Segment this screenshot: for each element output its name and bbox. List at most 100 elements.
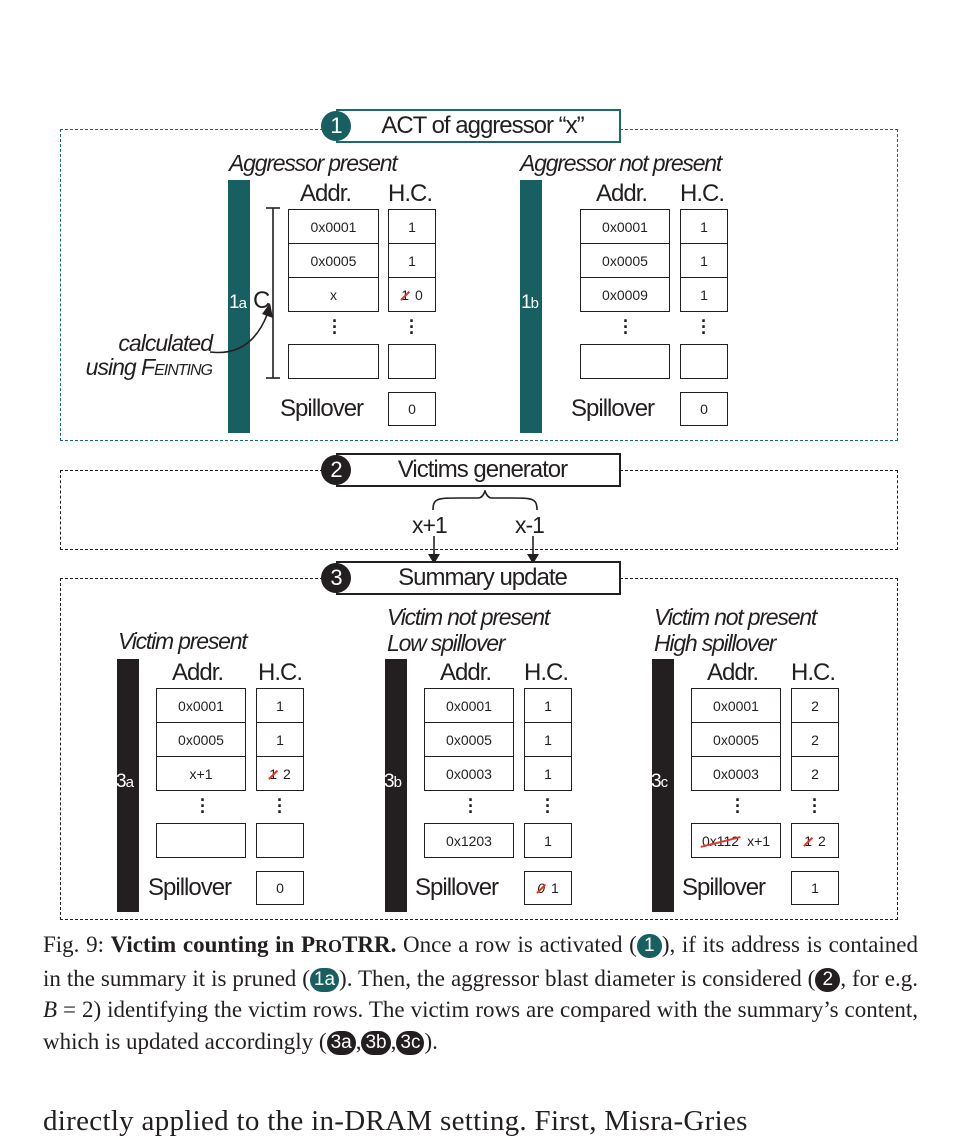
stage2-title-box: 2 Victims generator [321, 453, 621, 487]
case-3b-hc-cell: 1 [524, 722, 572, 757]
case-3c-addr-cell: 0x0005 [691, 722, 781, 757]
stage1-title-box: 1 ACT of aggressor “x” [321, 109, 621, 143]
case-3b-hc-cell-last: 1 [524, 823, 572, 858]
case-1a-bar: 1a [228, 180, 250, 433]
case-3c-bar: 3c [651, 659, 674, 912]
old-value: 1 [269, 765, 277, 782]
case-3a-spillover-label: Spillover [148, 874, 232, 901]
case-3c-addr-cell: 0x0001 [691, 688, 781, 723]
case-3b-addr-cell: 0x0003 [424, 756, 514, 791]
case-3c-spillover-value: 1 [791, 871, 839, 905]
case-3a-addr-cell: 0x0005 [156, 722, 246, 757]
ellipsis-icon: ··· [468, 790, 474, 822]
case-1a-hc-cell-updated: 1 0 [388, 277, 436, 312]
case-3a-hc-header: H.C. [258, 659, 303, 686]
case-1a-spillover-value: 0 [388, 392, 436, 426]
ellipsis-icon: ··· [332, 311, 338, 343]
caption-badge-1: 1 [636, 934, 662, 958]
case-3a-hc-cell: 1 [256, 688, 304, 723]
case-1b-hc-header: H.C. [680, 180, 725, 207]
case-3b-addr-cell: 0x0005 [424, 722, 514, 757]
case-3b-title: Victim not present Low spillover [387, 604, 550, 656]
case-3a-addr-cell: 0x0001 [156, 688, 246, 723]
victim-label-plus: x+1 [412, 512, 448, 538]
case-3a-hc-cell: 1 [256, 722, 304, 757]
case-3c-addr-cell-last: 0x112 x+1 [691, 823, 781, 858]
caption-badge-3a: 3a [326, 1030, 356, 1055]
case-1a-hc-cell-last [388, 344, 436, 379]
stage3-title: Summary update [398, 564, 568, 591]
caption-badge-3b: 3b [361, 1030, 391, 1055]
body-paragraph: directly applied to the in-DRAM setting.… [43, 1105, 748, 1137]
case-3b-addr-cell-last: 0x1203 [424, 823, 514, 858]
caption-badge-2: 2 [815, 967, 841, 992]
ellipsis-icon: ··· [200, 790, 206, 822]
ellipsis-icon: ··· [409, 311, 415, 343]
step2-badge: 2 [321, 455, 351, 485]
case-1b-hc-cell: 1 [680, 209, 728, 244]
case-3a-spillover-value: 0 [256, 871, 304, 905]
figure-label: Fig. 9: [43, 932, 104, 957]
case-1a-addr-header: Addr. [300, 180, 352, 207]
new-value: 2 [818, 832, 826, 849]
case-1a-title: Aggressor present [229, 150, 398, 176]
stage1-region [60, 129, 898, 441]
case-3b-hc-header: H.C. [524, 659, 569, 686]
case-1a-hc-cell: 1 [388, 209, 436, 244]
old-value: 1 [804, 832, 812, 849]
case-3b-label: 3b [384, 771, 402, 792]
case-3a-label: 3a [116, 771, 134, 792]
case-1b-hc-cell-last [680, 344, 728, 379]
case-1a-label: 1a [229, 292, 247, 313]
case-3c-title: Victim not present High spillover [654, 604, 817, 656]
case-1a-hc-header: H.C. [388, 180, 433, 207]
caption-badge-3c: 3c [396, 1030, 425, 1055]
caption-badge-1a: 1a [309, 967, 340, 992]
capacity-label: C [253, 287, 271, 314]
case-3a-addr-cell: x+1 [156, 756, 246, 791]
case-3c-hc-cell: 2 [791, 756, 839, 791]
case-1b-addr-cell: 0x0009 [580, 277, 670, 312]
victim-label-minus: x-1 [515, 512, 545, 538]
old-value: 0 [537, 880, 545, 896]
case-3c-spillover-label: Spillover [682, 874, 766, 901]
case-3b-bar: 3b [384, 659, 407, 912]
case-3a-bar: 3a [116, 659, 139, 912]
victims-brace [432, 490, 538, 511]
case-1b-addr-cell-last [580, 344, 670, 379]
case-3b-spillover-value: 0 1 [524, 871, 572, 905]
ellipsis-icon: ··· [545, 790, 551, 822]
case-3c-hc-cell: 2 [791, 688, 839, 723]
case-1b-hc-cell: 1 [680, 243, 728, 278]
variable-b: B [43, 997, 58, 1022]
victim-arrows [428, 536, 539, 564]
step1-badge: 1 [321, 111, 351, 141]
ellipsis-icon: ··· [623, 311, 629, 343]
figure-caption: Fig. 9: Victim counting in PROTRR. Once … [43, 932, 919, 1055]
figure-title: Victim counting in PROTRR. [110, 932, 397, 957]
case-3c-label: 3c [651, 771, 668, 792]
stage2-title: Victims generator [397, 456, 568, 483]
case-3c-addr-header: Addr. [707, 659, 759, 686]
case-3a-hc-cell-updated: 1 2 [256, 756, 304, 791]
case-1a-addr-cell-last [288, 344, 379, 379]
new-value: 1 [551, 880, 559, 896]
case-3c-hc-cell-last: 1 2 [791, 823, 839, 858]
case-1b-hc-cell: 1 [680, 277, 728, 312]
ellipsis-icon: ··· [812, 790, 818, 822]
new-value: 2 [283, 765, 291, 782]
case-3b-hc-cell: 1 [524, 756, 572, 791]
case-1a-addr-cell: x [288, 277, 379, 312]
new-value: x+1 [747, 832, 771, 849]
case-3c-hc-header: H.C. [791, 659, 836, 686]
case-3a-title: Victim present [118, 628, 248, 654]
annotation-line1: calculated [118, 330, 213, 356]
case-1b-addr-header: Addr. [596, 180, 648, 207]
new-value: 0 [415, 286, 423, 303]
case-1a-addr-cell: 0x0005 [288, 243, 379, 278]
case-1a-spillover-label: Spillover [280, 395, 364, 422]
old-value: 1 [401, 286, 409, 303]
step3-badge: 3 [321, 563, 351, 593]
ellipsis-icon: ··· [277, 790, 283, 822]
ellipsis-icon: ··· [701, 311, 707, 343]
